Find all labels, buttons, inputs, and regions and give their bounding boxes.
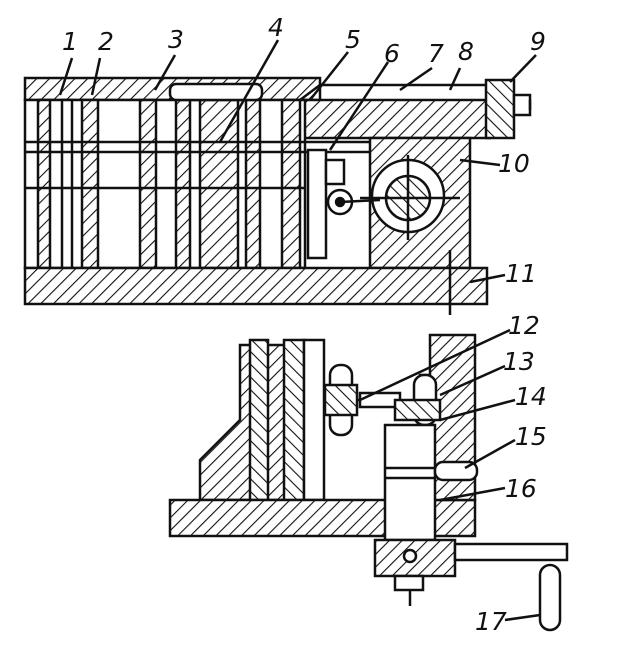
base-plate	[23, 266, 489, 306]
callout-9: 9	[530, 27, 546, 56]
callout-4: 4	[268, 13, 284, 42]
callout-1: 1	[62, 27, 78, 56]
callout-6: 6	[384, 39, 400, 68]
handle-grip	[538, 563, 562, 632]
clamp-bar	[298, 98, 492, 140]
callout-3: 3	[168, 25, 184, 54]
callout-7: 7	[428, 39, 444, 68]
callout-5: 5	[345, 25, 361, 54]
top-view	[23, 76, 532, 315]
callout-17: 17	[475, 607, 507, 636]
callout-2: 2	[98, 27, 114, 56]
callout-11: 11	[505, 259, 537, 288]
callout-12: 12	[508, 311, 540, 340]
callout-10: 10	[498, 149, 530, 178]
end-block	[484, 78, 516, 140]
callout-14: 14	[515, 382, 547, 411]
callout-8: 8	[458, 37, 474, 66]
callout-13: 13	[503, 347, 535, 376]
callout-15: 15	[515, 422, 547, 451]
leader-lines	[58, 39, 541, 622]
plunger	[383, 423, 437, 542]
end-nut	[512, 93, 532, 117]
callout-16: 16	[505, 474, 537, 503]
bar-edge	[299, 83, 492, 101]
handle-arm	[453, 542, 569, 562]
